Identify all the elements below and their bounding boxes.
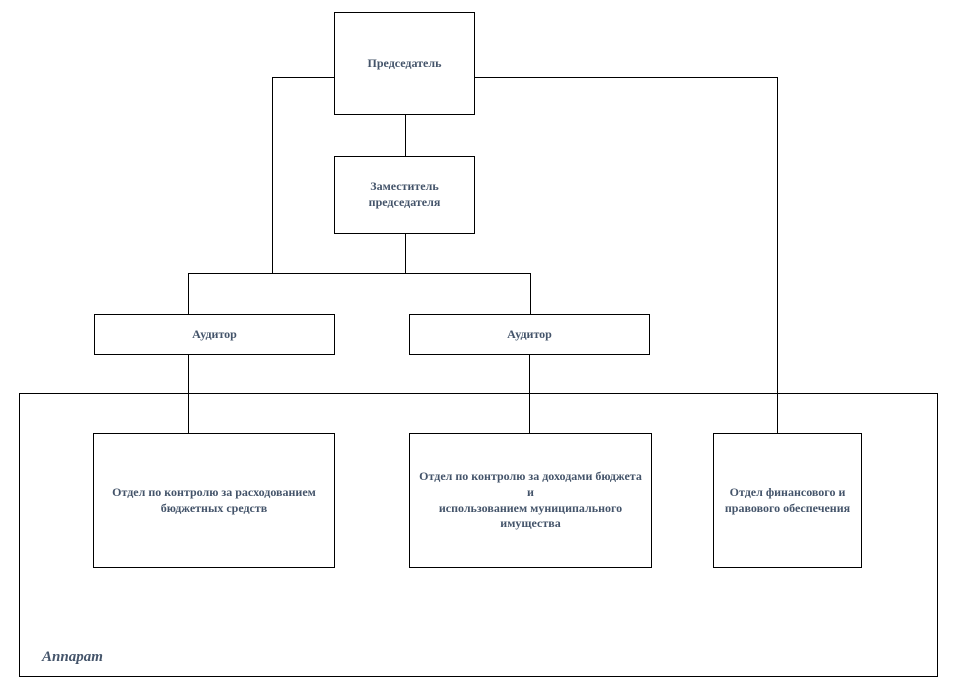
apparatus-group-label: Аппарат <box>42 649 103 665</box>
node-dept-budget-revenue: Отдел по контролю за доходами бюджета и … <box>409 433 652 568</box>
node-auditor-1: Аудитор <box>94 314 335 355</box>
connector-chairman-deputy <box>405 115 406 156</box>
node-chairman: Председатель <box>334 12 475 115</box>
connector-bus-auditor-2 <box>530 273 531 315</box>
connector-auditor1-dept-spending <box>188 355 189 434</box>
connector-chairman-left-vertical <box>272 77 273 274</box>
connector-chairman-dept-finance <box>777 77 778 434</box>
connector-chairman-right-horizontal <box>475 77 777 78</box>
node-dept-finance-legal: Отдел финансового и правового обеспечени… <box>713 433 862 568</box>
connector-deputy-to-bus <box>405 233 406 274</box>
connector-auditor2-dept-revenue <box>529 355 530 434</box>
connector-auditors-bus <box>188 273 531 274</box>
node-deputy-chairman: Заместитель председателя <box>334 156 475 234</box>
connector-chairman-left-horizontal <box>272 77 335 78</box>
node-auditor-2: Аудитор <box>409 314 650 355</box>
apparatus-group-frame <box>19 393 938 677</box>
node-dept-budget-spending: Отдел по контролю за расходованием бюдже… <box>93 433 335 568</box>
connector-bus-auditor-1 <box>188 273 189 315</box>
